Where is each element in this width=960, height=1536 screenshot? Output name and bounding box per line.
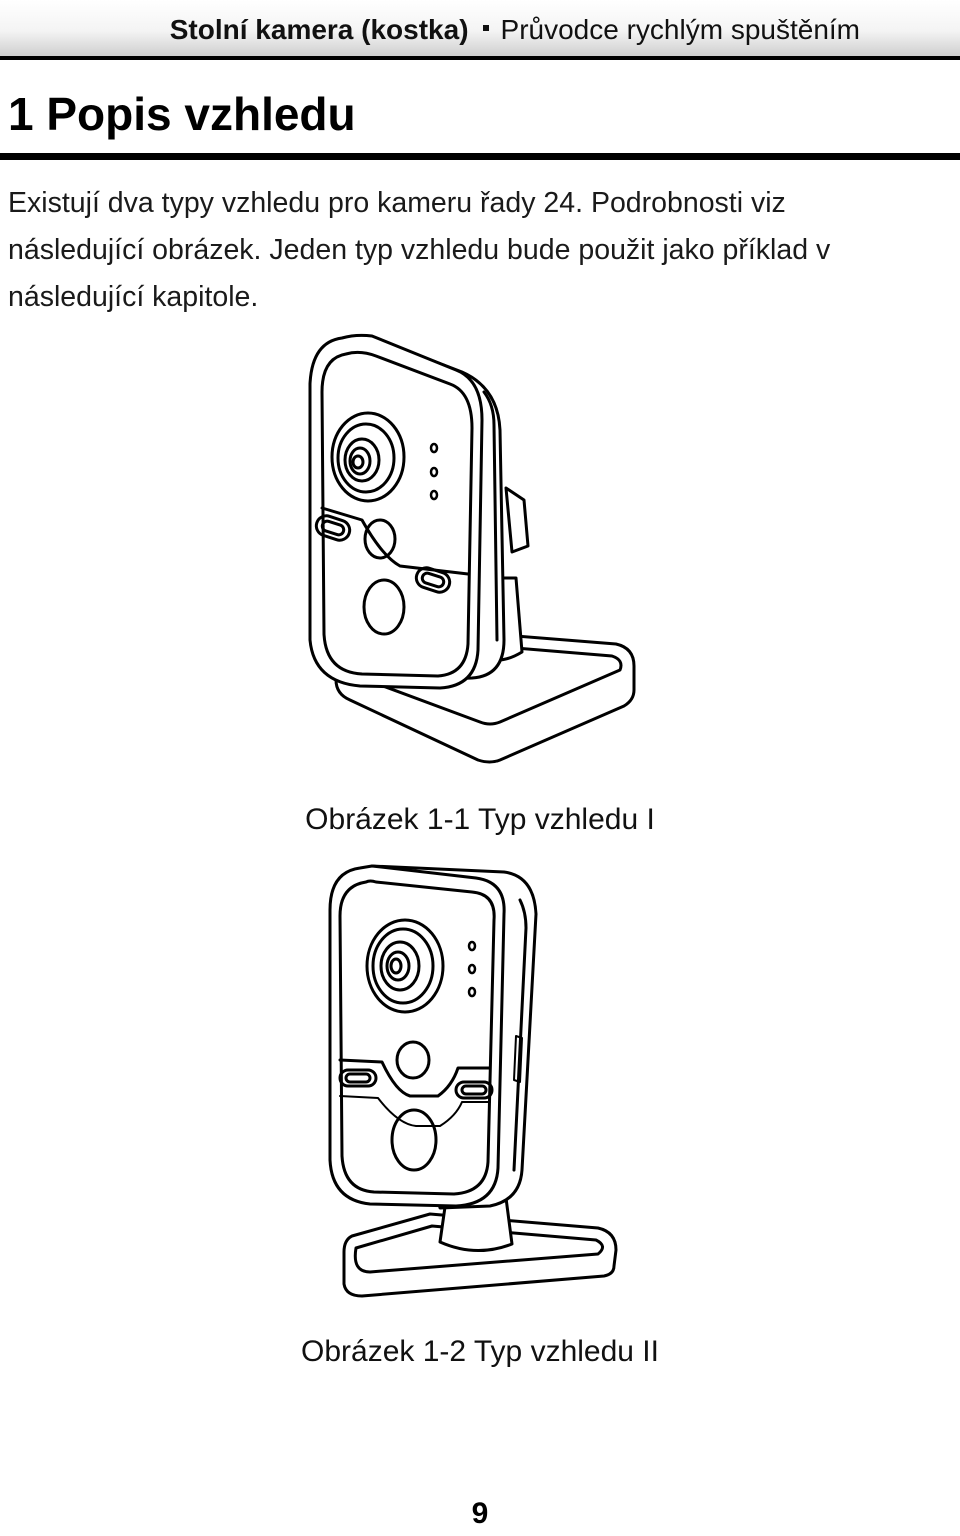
camera-pir-icon — [362, 578, 406, 636]
figure-1-2-caption: Obrázek 1-2 Typ vzhledu II — [301, 1335, 659, 1368]
camera-lens-icon — [365, 918, 445, 1014]
intro-paragraph: Existují dva typy vzhledu pro kameru řad… — [8, 187, 831, 313]
camera-led-icons — [467, 940, 477, 998]
camera-front-shell — [328, 864, 506, 1208]
figure-1-1-caption: Obrázek 1-1 Typ vzhledu I — [305, 803, 655, 836]
header-bar — [0, 0, 960, 56]
figure-1-2 — [320, 860, 630, 1300]
camera-front-shell — [308, 333, 484, 690]
camera-led-icons — [429, 442, 439, 501]
camera-ir-window-icons — [338, 1068, 494, 1100]
camera-base — [342, 1212, 618, 1298]
camera-type-2-icon — [328, 864, 618, 1298]
camera-pir-icon — [390, 1108, 438, 1172]
header-separator — [482, 25, 489, 31]
figure-1-1 — [290, 330, 650, 770]
running-header: Stolní kamera (kostka) Průvodce rychlým s… — [170, 12, 860, 48]
page-number: 9 — [471, 1497, 489, 1530]
camera-lens-icon — [330, 411, 406, 503]
camera-ir-window-icons — [314, 514, 452, 594]
title-rule — [0, 153, 960, 160]
camera-sensor-icon — [363, 518, 397, 560]
header-document-title: Průvodce rychlým spuštěním — [500, 14, 860, 45]
camera-sensor-icon — [395, 1040, 431, 1080]
header-rule — [0, 56, 960, 60]
header-product-name: Stolní kamera (kostka) — [169, 14, 469, 45]
camera-stem — [438, 1196, 514, 1253]
chapter-title: 1 Popis vzhledu — [8, 88, 356, 140]
camera-type-1-icon — [308, 333, 636, 764]
